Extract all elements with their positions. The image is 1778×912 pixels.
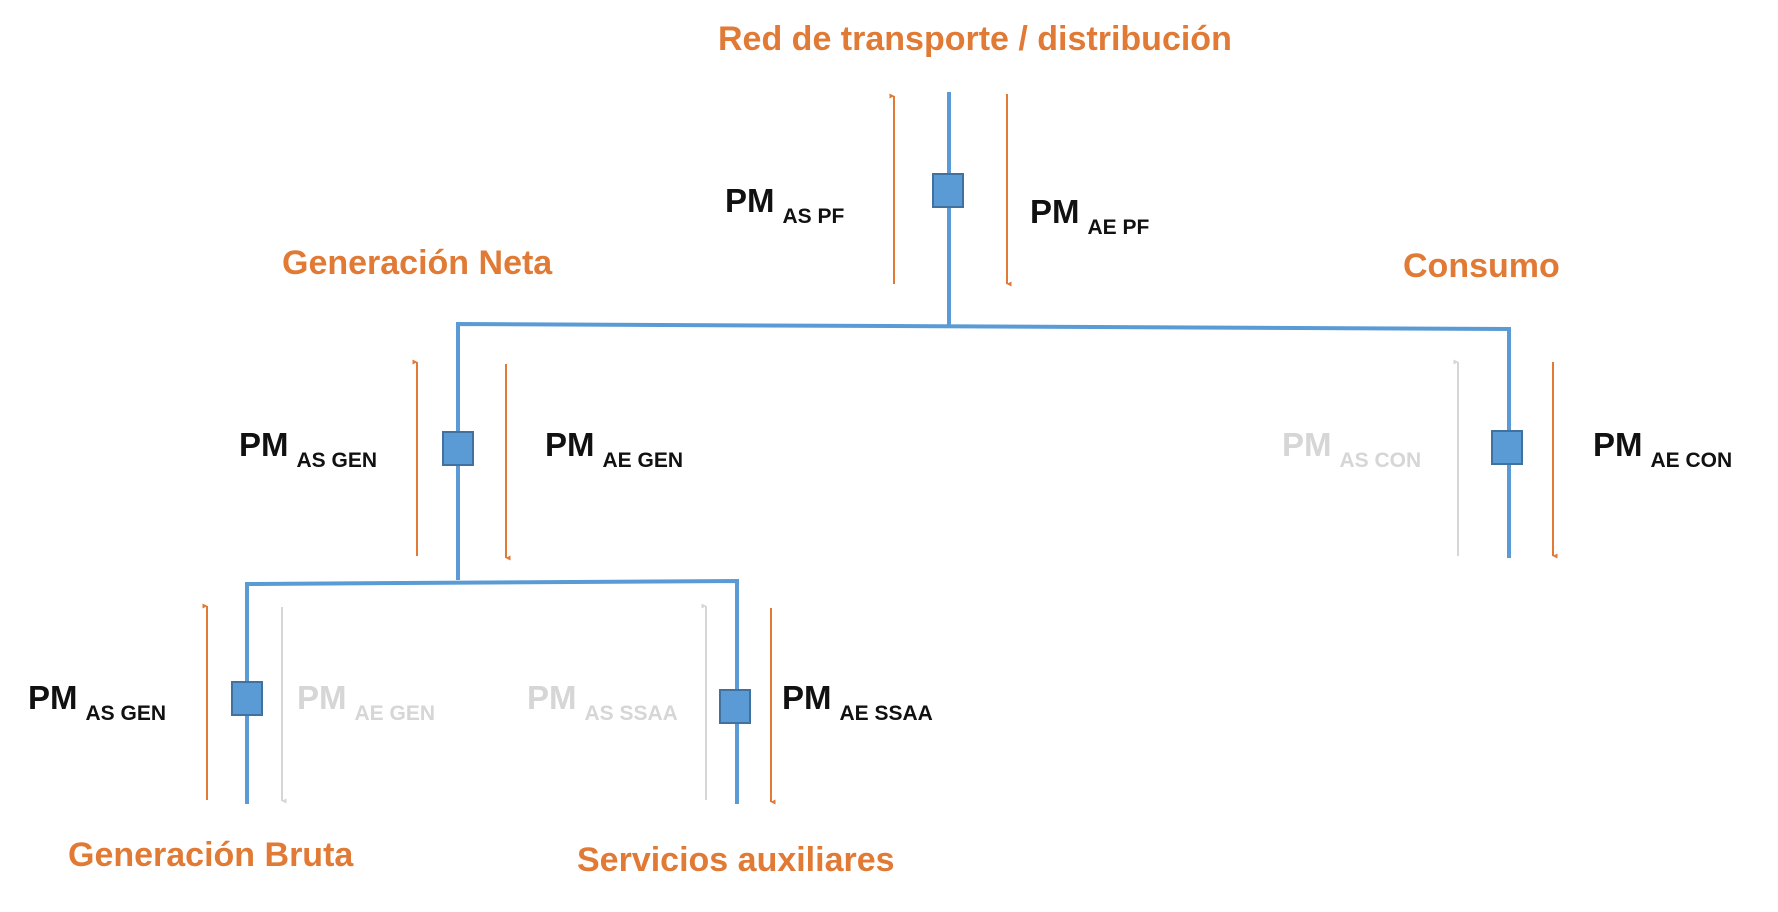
label-pm-ae-con-sub: AE CON [1650,449,1733,472]
title-generacion-bruta: Generación Bruta [68,836,354,874]
label-pm-ae-pf-main: PM [1030,193,1080,230]
label-pm-as-gen-neta-sub: AS GEN [296,449,378,472]
label-pm-ae-pf: PM AE PF [1030,193,1149,238]
title-generacion-neta: Generación Neta [282,244,553,282]
meter-gen-neta-box [442,431,474,466]
label-pm-as-ssaa-sub: AS SSAA [584,702,678,725]
label-pm-ae-gen-neta: PM AE GEN [545,426,683,471]
label-pm-ae-pf-sub: AE PF [1087,216,1150,239]
flow-arrows [202,93,1558,805]
label-pm-ae-gen-bruta-main: PM [297,679,347,716]
label-pm-ae-ssaa-main: PM [782,679,832,716]
meter-con-box [1491,430,1523,465]
meters [231,173,1523,724]
title-consumo: Consumo [1403,247,1560,285]
meter-gen-bruta-box [231,681,263,716]
label-pm-ae-gen-neta-main: PM [545,426,595,463]
title-servicios-auxiliares: Servicios auxiliares [577,841,895,879]
label-pm-ae-ssaa-sub: AE SSAA [839,702,933,725]
meter-ssaa-box [719,689,751,724]
label-pm-ae-ssaa: PM AE SSAA [782,679,933,724]
label-pm-ae-gen-bruta: PM AE GEN [297,679,435,724]
label-pm-as-ssaa: PM AS SSAA [527,679,678,724]
meter-pf-box [932,173,964,208]
label-pm-as-gen-bruta: PM AS GEN [28,679,166,724]
label-pm-ae-gen-neta-sub: AE GEN [602,449,684,472]
label-pm-as-gen-bruta-sub: AS GEN [85,702,167,725]
label-pm-as-pf-sub: AS PF [782,205,845,228]
label-pm-as-con-sub: AS CON [1339,449,1422,472]
label-pm-as-pf: PM AS PF [725,182,844,227]
label-pm-ae-con: PM AE CON [1593,426,1732,471]
label-pm-as-gen-neta-main: PM [239,426,289,463]
label-pm-as-pf-main: PM [725,182,775,219]
label-pm-as-con-main: PM [1282,426,1332,463]
label-pm-ae-con-main: PM [1593,426,1643,463]
label-pm-as-ssaa-main: PM [527,679,577,716]
label-pm-as-con: PM AS CON [1282,426,1421,471]
title-red-transporte: Red de transporte / distribución [718,20,1232,58]
label-pm-as-gen-neta: PM AS GEN [239,426,377,471]
label-pm-ae-gen-bruta-sub: AE GEN [354,702,436,725]
label-pm-as-gen-bruta-main: PM [28,679,78,716]
